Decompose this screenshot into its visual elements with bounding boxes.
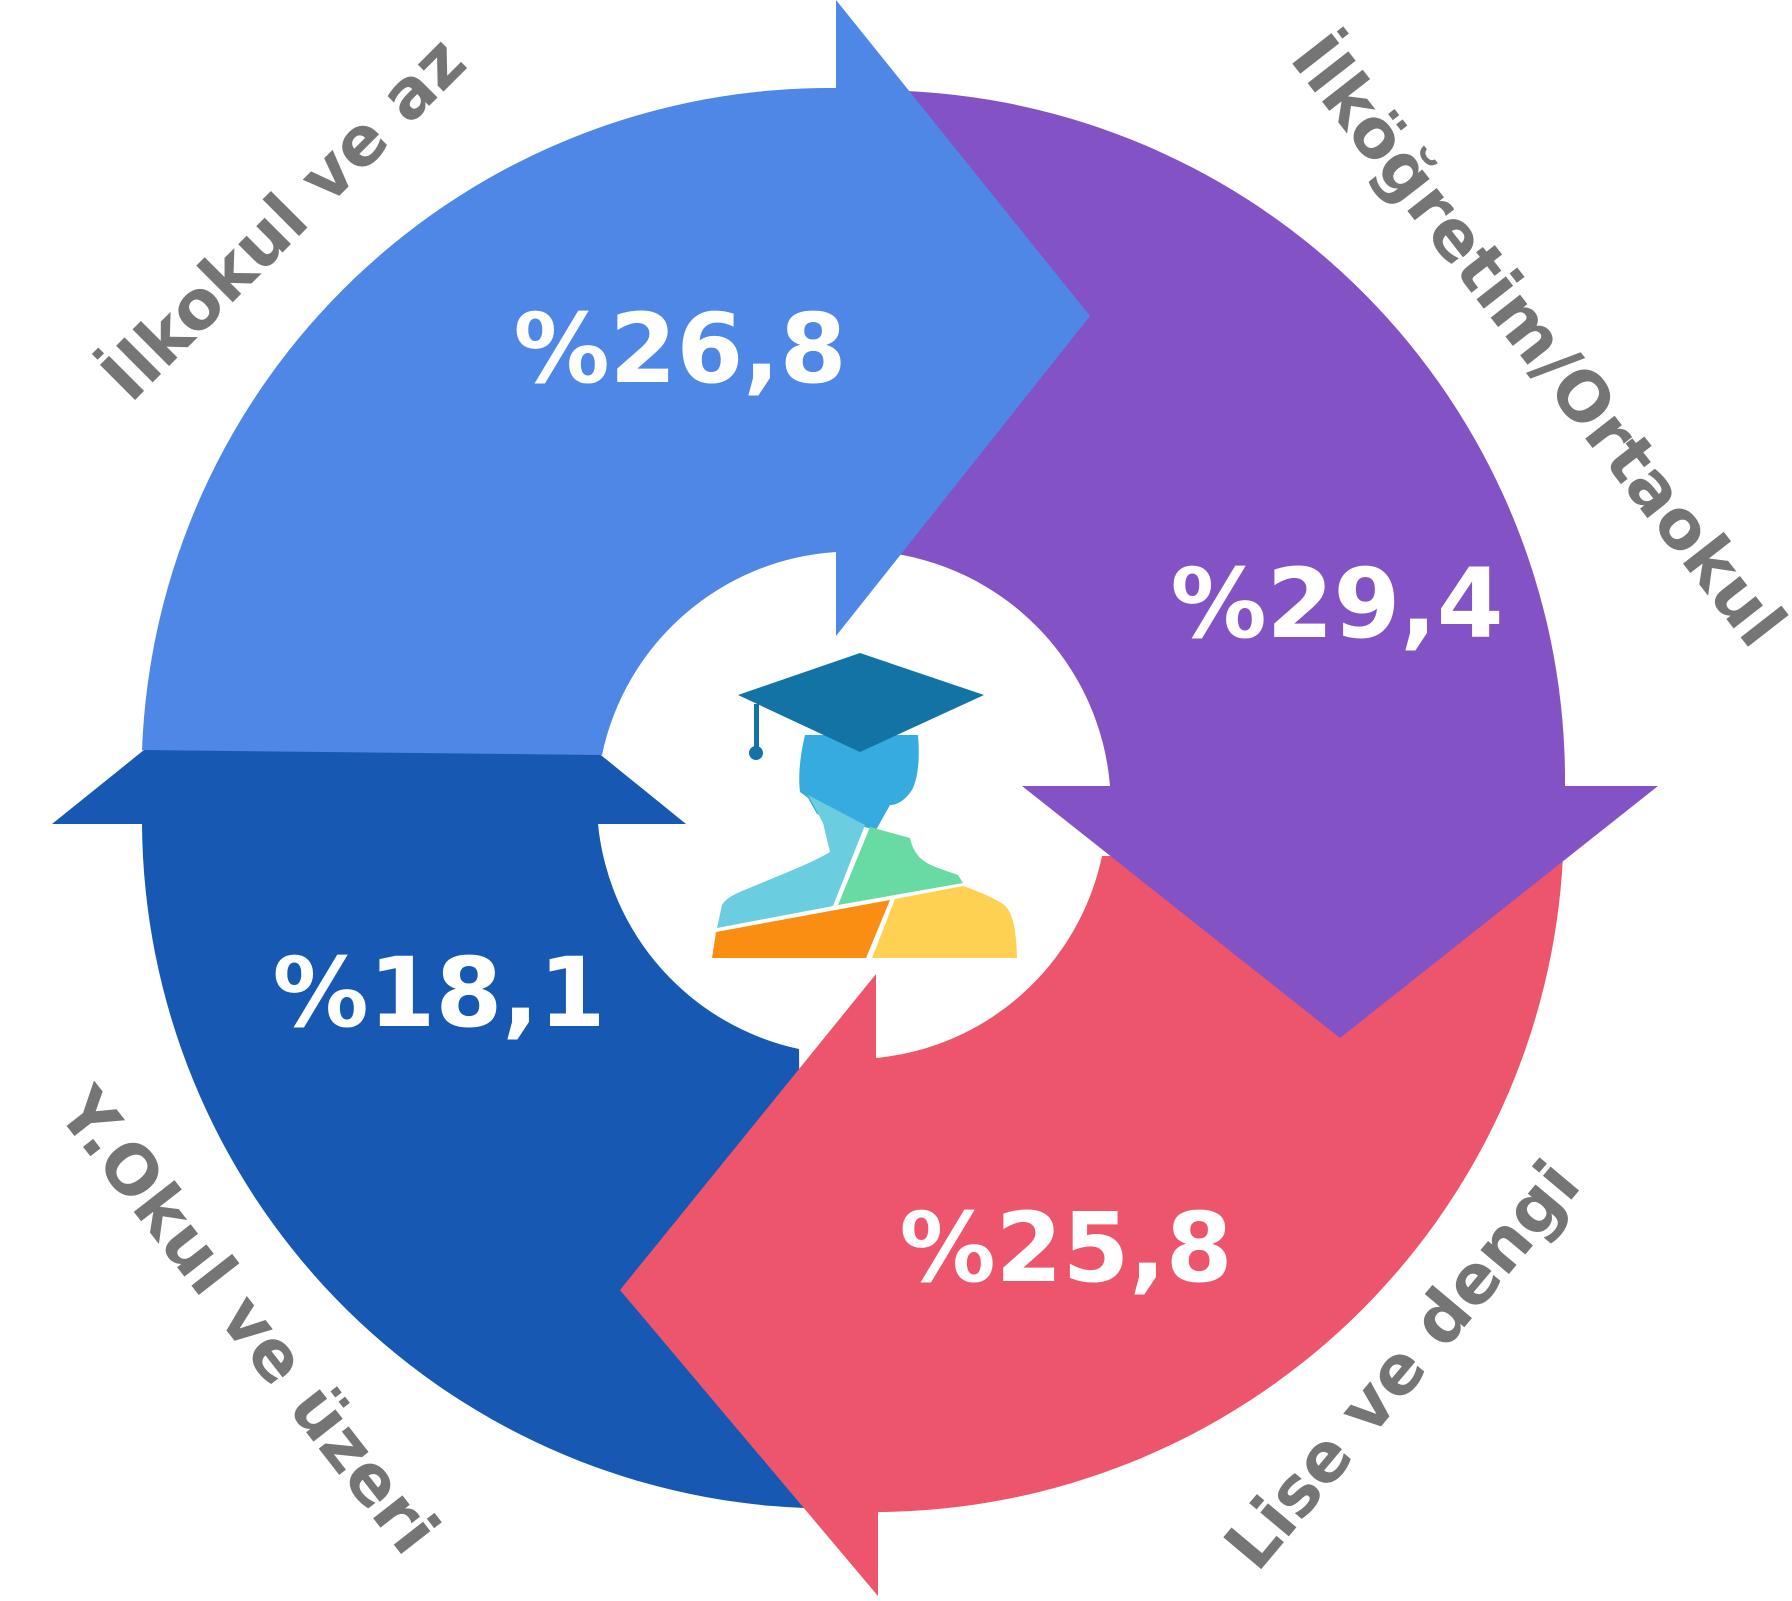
graduate-body-right — [872, 886, 1017, 958]
graduate-tassel-string — [754, 704, 759, 748]
graduate-icon — [712, 653, 1017, 958]
value-ilkogretim: %29,4 — [1170, 548, 1503, 660]
segment-lise-arrow — [620, 856, 1563, 1596]
graduate-shoulder-mid — [838, 827, 963, 905]
graduate-shoulder-left — [717, 795, 865, 928]
segment-yuksekokul-arrow — [52, 568, 804, 1508]
graduate-body-left — [712, 900, 890, 958]
value-yuksekokul: %18,1 — [272, 937, 605, 1049]
value-ilkokul: %26,8 — [513, 293, 846, 405]
graduate-tassel-knot — [749, 746, 763, 760]
graduate-cap — [738, 653, 984, 752]
value-lise: %25,8 — [899, 1192, 1232, 1304]
segment-ilkokul-arrow — [142, 0, 1090, 755]
